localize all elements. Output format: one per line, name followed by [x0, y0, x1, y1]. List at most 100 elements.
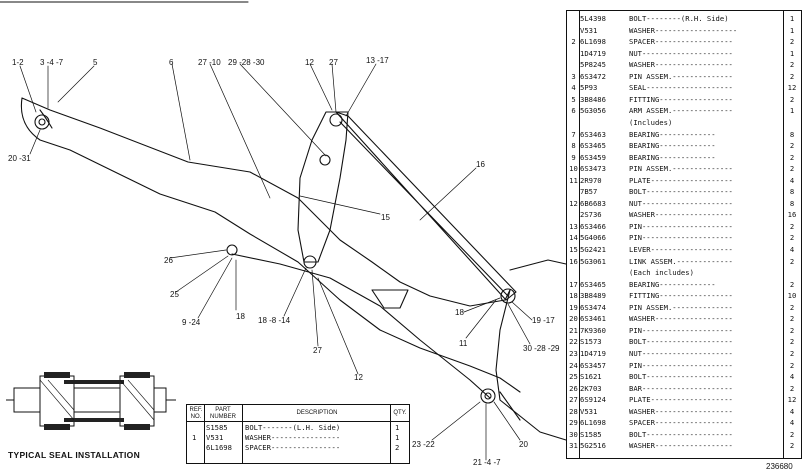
- parts-qty: 2: [789, 221, 795, 231]
- parts-ref: 15: [569, 245, 578, 254]
- header-description: DESCRIPTION: [296, 410, 338, 416]
- callout-18-right: 18: [455, 308, 464, 317]
- parts-qty: 2: [789, 314, 795, 324]
- callout-29-28-30: 29 -28 -30: [228, 58, 265, 67]
- parts-description: WASHER------------------: [629, 441, 733, 451]
- parts-description: BOLT--------------------: [629, 187, 733, 197]
- parts-qty: 2: [789, 164, 795, 174]
- parts-list-divider-ref: [579, 11, 580, 458]
- small-table-divider-2: [242, 405, 243, 463]
- bucket-edge: [495, 259, 567, 441]
- parts-qty: 2: [789, 71, 795, 81]
- callout-26: 26: [164, 256, 173, 265]
- parts-number: 5L4398: [580, 14, 606, 23]
- parts-ref: 13: [569, 221, 578, 231]
- parts-number: 6S3472: [580, 71, 606, 81]
- parts-ref: 24: [569, 360, 578, 370]
- parts-number: 7B57: [580, 187, 598, 197]
- parts-number: 6S3465: [580, 141, 606, 151]
- small-table-header: REF. NO. PART NUMBER DESCRIPTION QTY.: [187, 405, 409, 422]
- parts-ref: 6: [571, 106, 576, 116]
- parts-description: BEARING-------------: [629, 152, 716, 162]
- parts-number: 2S736: [580, 210, 602, 220]
- parts-ref: 14: [569, 233, 578, 243]
- parts-number: 6S3463: [580, 129, 606, 139]
- seal-installation-caption: TYPICAL SEAL INSTALLATION: [8, 450, 141, 460]
- lower-pin: [226, 244, 238, 256]
- parts-description: LEVER-------------------: [629, 245, 733, 254]
- parts-number: 6B6683: [580, 198, 606, 208]
- parts-qty: 4: [789, 372, 795, 382]
- parts-qty: 2: [789, 302, 795, 312]
- parts-qty: 2: [789, 383, 795, 393]
- callout-12-bottom: 12: [354, 373, 363, 382]
- parts-qty: 2: [789, 279, 795, 289]
- link-assembly: [335, 111, 517, 301]
- callout-18-left: 18: [236, 312, 245, 321]
- parts-description: BEARING-------------: [629, 279, 716, 289]
- parts-number: 6S3461: [580, 314, 606, 324]
- part-qty: 2: [395, 443, 400, 452]
- small-table-ref: 1: [187, 433, 409, 443]
- parts-qty: 2: [789, 429, 795, 439]
- parts-qty: 1: [789, 14, 795, 23]
- callout-19-17: 19 -17: [532, 316, 555, 325]
- parts-ref: 2: [571, 37, 576, 47]
- parts-qty: 2: [789, 325, 795, 335]
- part-description: WASHER----------------: [245, 433, 341, 442]
- parts-description: BOLT--------(R.H. Side): [629, 14, 729, 23]
- parts-number: 1D4719: [580, 48, 606, 58]
- part-description: BOLT-------(L.H. Side): [245, 423, 341, 432]
- parts-number: 1D4719: [580, 348, 606, 358]
- parts-ref: 12: [569, 198, 578, 208]
- parts-qty: 4: [789, 175, 795, 185]
- parts-number: V531: [580, 406, 598, 416]
- parts-description: WASHER------------------: [629, 314, 733, 324]
- parts-ref: 9: [571, 152, 576, 162]
- parts-ref: 31: [569, 441, 578, 451]
- bottom-pin: [480, 388, 496, 404]
- callout-9-24: 9 -24: [182, 318, 201, 327]
- part-number: 6L1698: [206, 443, 232, 452]
- parts-ref: 7: [571, 129, 576, 139]
- parts-number: 7K9360: [580, 325, 606, 335]
- parts-description: PIN---------------------: [629, 233, 733, 243]
- parts-qty: 8: [789, 187, 795, 197]
- parts-ref: 21: [569, 325, 578, 335]
- parts-qty: 2: [789, 348, 795, 358]
- parts-description: BOLT--------------------: [629, 372, 733, 382]
- parts-description: PIN ASSEM.--------------: [629, 164, 733, 174]
- parts-qty: 8: [789, 198, 795, 208]
- header-qty: QTY.: [393, 410, 407, 416]
- parts-description: FITTING-----------------: [629, 94, 733, 104]
- callout-3-4-7: 3 -4 -7: [40, 58, 64, 67]
- parts-description: BEARING-------------: [629, 141, 716, 151]
- callout-30-28-29: 30 -28 -29: [523, 344, 560, 353]
- parts-qty: 2: [789, 152, 795, 162]
- link-pin-right: [500, 288, 516, 304]
- parts-list-row: 5L4398 BOLT--------(R.H. Side) 1: [567, 14, 801, 23]
- parts-qty: 2: [789, 60, 795, 70]
- parts-description: LINK ASSEM.-------------: [629, 256, 733, 266]
- parts-qty: 1: [789, 25, 795, 35]
- cross-bar: [371, 289, 409, 309]
